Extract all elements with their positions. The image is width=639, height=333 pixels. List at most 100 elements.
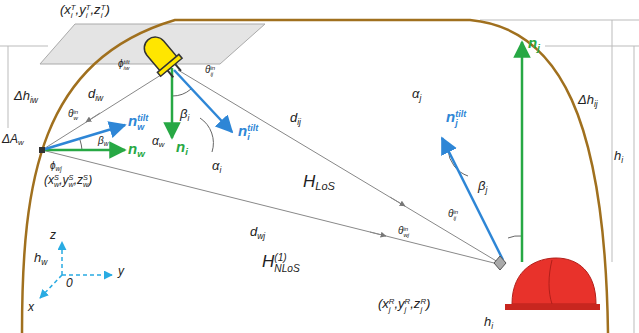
label-part: ϕ bbox=[118, 58, 124, 69]
math-symbol: αi bbox=[212, 158, 221, 175]
label-part: w bbox=[69, 181, 74, 188]
symbol-segment: x bbox=[28, 300, 34, 314]
symbol-segment: inw bbox=[73, 109, 78, 121]
helmet bbox=[505, 258, 600, 310]
symbol-segment: Sw bbox=[69, 174, 74, 188]
symbol-segment: θ bbox=[398, 225, 403, 236]
symbol-segment: w bbox=[104, 135, 109, 146]
label-part: α bbox=[212, 158, 219, 173]
math-symbol: hi bbox=[484, 314, 493, 331]
label-part: (x bbox=[44, 173, 54, 187]
label-part: w bbox=[73, 115, 78, 121]
label-part: j bbox=[420, 306, 426, 314]
symbol-segment: β bbox=[478, 178, 485, 193]
symbol-segment: j bbox=[537, 34, 540, 51]
symbol-segment: Rj bbox=[389, 298, 395, 314]
label-part: θ bbox=[448, 208, 453, 219]
label-part: α bbox=[412, 86, 419, 101]
math-symbol: ΔAw bbox=[2, 132, 24, 148]
label-part: iw bbox=[124, 65, 130, 71]
label-part: wj bbox=[56, 165, 62, 172]
wall-element bbox=[39, 147, 45, 153]
label-part: w bbox=[104, 140, 109, 147]
symbol-segment: Δh bbox=[14, 88, 30, 103]
label-part: ,y bbox=[76, 2, 86, 17]
label-part: d bbox=[290, 110, 297, 125]
label-part: iw bbox=[30, 95, 38, 105]
symbol-segment: ΔA bbox=[2, 132, 18, 146]
symbol-segment: ) bbox=[105, 2, 109, 17]
symbol-segment: β bbox=[98, 135, 104, 146]
symbol-segment: (x bbox=[378, 296, 389, 311]
symbol-segment: Ti bbox=[101, 4, 106, 20]
label-part: ,z bbox=[74, 173, 83, 187]
label-part: ) bbox=[105, 2, 109, 17]
label-part: tilt bbox=[455, 110, 466, 119]
symbol-segment: ,y bbox=[59, 173, 68, 187]
symbol-segment: i bbox=[621, 148, 623, 163]
label-part: ) bbox=[88, 173, 92, 187]
math-symbol: H(1)NLoS bbox=[262, 252, 300, 274]
photodiode bbox=[494, 256, 506, 270]
label-part: h bbox=[484, 314, 491, 329]
symbol-segment: 0 bbox=[66, 276, 73, 290]
label-part: j bbox=[419, 93, 421, 103]
label-part: j bbox=[389, 306, 395, 314]
symbol-segment: h bbox=[484, 314, 491, 329]
symbol-segment: iw bbox=[95, 86, 103, 101]
math-symbol: z bbox=[50, 228, 56, 242]
symbol-segment: w bbox=[18, 132, 24, 146]
label-part: ij bbox=[594, 99, 598, 109]
label-part: (1) bbox=[274, 253, 299, 263]
label-part: ij bbox=[210, 71, 215, 77]
symbol-segment: d bbox=[88, 86, 95, 101]
math-symbol: ϕwj bbox=[50, 160, 62, 173]
dimension-lines bbox=[0, 20, 639, 333]
label-part: β bbox=[98, 135, 104, 146]
label-part: R bbox=[420, 298, 426, 306]
math-symbol: dij bbox=[290, 110, 301, 127]
label-part: i bbox=[185, 146, 188, 157]
math-symbol: ntiltw bbox=[128, 112, 148, 132]
math-symbol: HLoS bbox=[303, 172, 335, 194]
symbol-segment: n bbox=[176, 138, 185, 155]
symbol-segment: d bbox=[290, 110, 297, 125]
label-part: i bbox=[247, 133, 258, 142]
label-part: ,z bbox=[91, 2, 101, 17]
label-part: j bbox=[455, 119, 466, 128]
symbol-segment: ,z bbox=[91, 2, 101, 17]
label-part: h bbox=[34, 250, 41, 265]
math-symbol: ntiltj bbox=[446, 108, 466, 128]
label-part: S bbox=[69, 174, 74, 181]
label-part: d bbox=[88, 86, 95, 101]
label-part: R bbox=[405, 298, 411, 306]
symbol-segment: i bbox=[185, 138, 188, 155]
label-part: in bbox=[403, 226, 409, 232]
label-part: R bbox=[389, 298, 395, 306]
symbol-segment: Δh bbox=[578, 92, 594, 107]
symbol-segment: H bbox=[262, 252, 274, 271]
math-symbol: Δhiw bbox=[14, 88, 38, 105]
symbol-segment: inij bbox=[210, 65, 215, 77]
math-symbol: αj bbox=[412, 86, 421, 103]
label-part: j bbox=[405, 306, 411, 314]
symbol-segment: wj bbox=[257, 224, 265, 239]
symbol-segment: h bbox=[34, 250, 41, 265]
label-part: T bbox=[71, 4, 76, 12]
tilted-normal-vector bbox=[174, 70, 232, 132]
coordinate-axes bbox=[40, 242, 112, 298]
symbol-segment: θ bbox=[448, 208, 453, 219]
tilted-normal-vector bbox=[42, 125, 125, 150]
label-part: w bbox=[54, 181, 59, 188]
math-symbol: ϕtiltiw bbox=[118, 58, 130, 71]
label-part: tilt bbox=[124, 59, 130, 65]
label-part: in bbox=[453, 209, 458, 215]
label-part: w bbox=[83, 181, 88, 188]
math-symbol: ntilti bbox=[238, 122, 258, 142]
label-part: LoS bbox=[315, 180, 335, 192]
symbol-segment: w bbox=[159, 134, 165, 148]
label-part: j bbox=[485, 185, 487, 195]
label-part: Δh bbox=[14, 88, 30, 103]
symbol-segment: j bbox=[419, 86, 421, 101]
led-source bbox=[137, 31, 187, 83]
